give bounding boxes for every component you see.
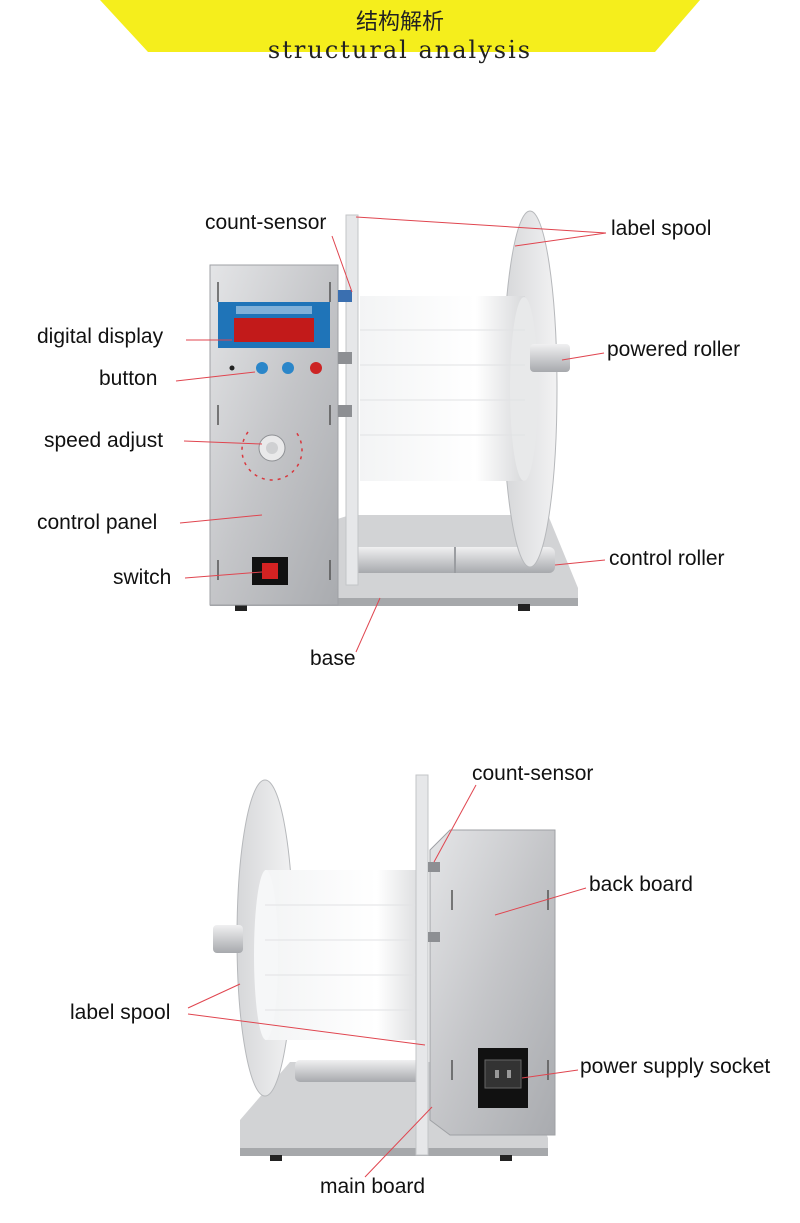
callout-button: button — [99, 367, 158, 390]
label-roll-back — [265, 870, 425, 1040]
leader-lines — [175, 216, 607, 1178]
callout-label-spool-back: label spool — [70, 1001, 171, 1024]
callout-back-board: back board — [589, 873, 693, 896]
section-title-chinese: 结构解析 — [355, 10, 444, 35]
control-roller — [350, 547, 555, 573]
callout-count-sensor: count-sensor — [205, 211, 327, 234]
callout-main-board: main board — [320, 1175, 426, 1198]
powered-roller-shaft — [530, 344, 570, 372]
callout-control-panel: control panel — [37, 511, 158, 534]
label-roll — [360, 296, 525, 481]
header-banner — [0, 0, 800, 72]
callout-control-roller: control roller — [609, 547, 725, 570]
callout-speed-adjust: speed adjust — [44, 429, 164, 452]
callout-base: base — [310, 647, 356, 670]
callout-switch: switch — [113, 566, 172, 589]
callout-power-supply-socket: power supply socket — [580, 1055, 771, 1078]
button-1 — [256, 362, 268, 374]
callout-powered-roller: powered roller — [607, 338, 741, 361]
section-title-english: structural analysis — [267, 36, 533, 64]
power-switch — [262, 563, 278, 579]
callout-digital-display: digital display — [37, 325, 164, 348]
button-2 — [282, 362, 294, 374]
back-view-machine — [213, 774, 556, 1161]
callout-label-spool: label spool — [611, 217, 712, 240]
front-view-machine — [209, 210, 578, 611]
callout-count-sensor-back: count-sensor — [472, 762, 594, 785]
button-3 — [310, 362, 322, 374]
power-socket — [484, 1059, 522, 1089]
